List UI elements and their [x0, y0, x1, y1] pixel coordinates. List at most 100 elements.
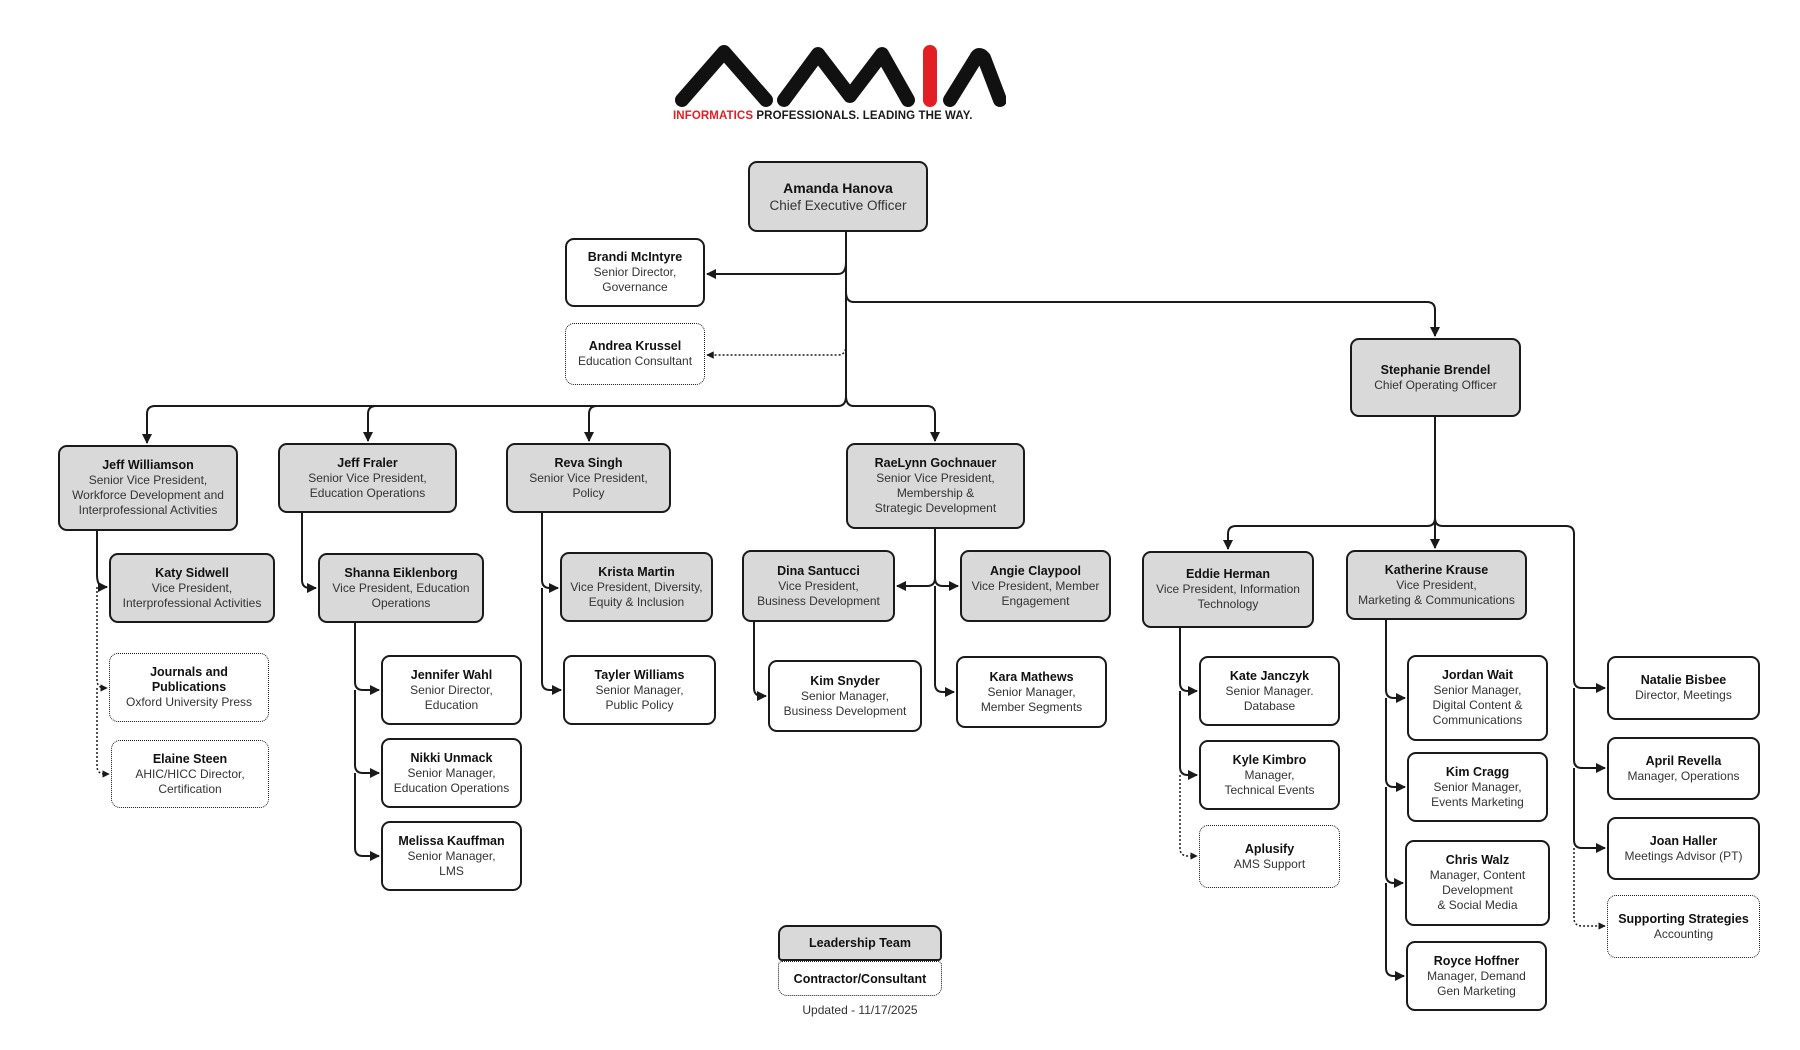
connector-shanna-melissa [354, 773, 380, 861]
node-name: Melissa Kauffman [398, 833, 505, 848]
node-name: Jeff Williamson [102, 458, 194, 472]
amia-logo [675, 45, 1006, 107]
node-title: Senior Vice President, Policy [529, 470, 648, 500]
node-angie-claypool[interactable]: Angie Claypool Vice President, Member En… [960, 550, 1111, 622]
legend-contractor-consultant: Contractor/Consultant [778, 961, 942, 996]
connector-shanna-jennifer [354, 623, 380, 695]
updated-date: Updated - 11/17/2025 [802, 1003, 918, 1017]
node-jennifer-wahl[interactable]: Jennifer Wahl Senior Director, Education [381, 655, 522, 725]
node-title: Director, Meetings [1635, 688, 1732, 702]
node-supporting-strategies[interactable]: Supporting Strategies Accounting [1607, 895, 1760, 958]
node-kara-mathews[interactable]: Kara Mathews Senior Manager, Member Segm… [956, 656, 1107, 728]
connector-raelynn-dina [896, 529, 936, 591]
node-elaine-steen[interactable]: Elaine Steen AHIC/HICC Director, Certifi… [111, 740, 269, 808]
node-name: Jeff Fraler [337, 455, 398, 470]
node-chris-walz[interactable]: Chris Walz Manager, Content Development … [1405, 840, 1550, 926]
node-title: Senior Manager, Public Policy [595, 682, 684, 712]
node-name: Aplusify [1244, 841, 1295, 856]
connector-ceo-raelynn [845, 395, 940, 442]
node-name: Kara Mathews [989, 669, 1074, 684]
node-title: Manager, Operations [1627, 768, 1740, 783]
node-katherine-krause[interactable]: Katherine Krause Vice President, Marketi… [1346, 550, 1527, 620]
node-title: Vice President, Interprofessional Activi… [122, 580, 262, 610]
node-jeff-fraler[interactable]: Jeff Fraler Senior Vice President, Educa… [278, 443, 457, 513]
legend-leadership-team: Leadership Team [778, 925, 942, 961]
node-nikki-unmack[interactable]: Nikki Unmack Senior Manager, Education O… [381, 738, 522, 808]
logo-letter-a2 [943, 48, 1006, 107]
node-katy-sidwell[interactable]: Katy Sidwell Vice President, Interprofes… [109, 553, 275, 623]
connector-eddie-kate [1179, 628, 1198, 696]
node-kate-janczyk[interactable]: Kate Janczyk Senior Manager. Database [1199, 656, 1340, 726]
connector-katherine-kimcragg [1385, 698, 1406, 792]
node-title: Vice President, Diversity, Equity & Incl… [570, 579, 703, 609]
connector-katherine-jordan [1385, 620, 1406, 703]
node-name: Chris Walz [1445, 853, 1510, 867]
node-title: Senior Director, Governance [593, 265, 677, 294]
connector-dina-kimsnyder [753, 622, 767, 701]
node-jordan-wait[interactable]: Jordan Wait Senior Manager, Digital Cont… [1407, 655, 1548, 741]
node-raelynn-gochnauer[interactable]: RaeLynn Gochnauer Senior Vice President,… [846, 443, 1025, 529]
node-title: Chief Executive Officer [769, 197, 907, 213]
node-title: Vice President, Business Development [757, 578, 880, 608]
tagline-rest: PROFESSIONALS. LEADING THE WAY. [753, 110, 973, 122]
node-joan-haller[interactable]: Joan Haller Meetings Advisor (PT) [1607, 817, 1760, 880]
node-name: RaeLynn Gochnauer [874, 456, 997, 470]
node-name: Jennifer Wahl [410, 667, 493, 682]
node-name: Tayler Williams [594, 667, 685, 682]
node-melissa-kauffman[interactable]: Melissa Kauffman Senior Manager, LMS [381, 821, 522, 891]
node-april-revella[interactable]: April Revella Manager, Operations [1607, 737, 1760, 800]
connector-shanna-nikki [354, 690, 380, 778]
node-title: Senior Manager, LMS [407, 848, 496, 878]
node-dina-santucci[interactable]: Dina Santucci Vice President, Business D… [742, 550, 895, 622]
node-name: Brandi McIntyre [587, 250, 683, 264]
node-title: Education Consultant [577, 354, 693, 368]
node-ceo[interactable]: Amanda Hanova Chief Executive Officer [748, 161, 928, 232]
node-title: Senior Manager, Events Marketing [1431, 779, 1524, 809]
node-kim-snyder[interactable]: Kim Snyder Senior Manager, Business Deve… [768, 660, 922, 732]
connector-reva-tayler [541, 588, 562, 695]
connector-ceo-coo [845, 291, 1440, 337]
node-brandi-mcintyre[interactable]: Brandi McIntyre Senior Director, Governa… [565, 238, 705, 307]
node-title: Vice President, Member Engagement [971, 578, 1100, 608]
node-name: Angie Claypool [990, 563, 1081, 578]
node-name: Supporting Strategies [1618, 911, 1749, 926]
connector-katherine-royce [1385, 883, 1405, 981]
node-name: Royce Hoffner [1433, 953, 1520, 968]
node-coo[interactable]: Stephanie Brendel Chief Operating Office… [1350, 338, 1521, 417]
node-eddie-herman[interactable]: Eddie Herman Vice President, Information… [1142, 551, 1314, 628]
connector-coo-supporting [1573, 848, 1606, 930]
node-journals-publications[interactable]: Journals and Publications Oxford Univers… [109, 653, 269, 722]
node-name: Joan Haller [1649, 833, 1718, 848]
node-name: Dina Santucci [777, 563, 860, 578]
node-title: Manager, Content Development & Social Me… [1429, 868, 1526, 912]
connector-eddie-kyle [1179, 691, 1198, 780]
connector-jeffw-elaine [96, 688, 110, 778]
node-title: Senior Manager, Education Operations [393, 765, 510, 795]
node-kyle-kimbro[interactable]: Kyle Kimbro Manager, Technical Events [1199, 740, 1340, 810]
node-title: Vice President, Information Technology [1156, 582, 1300, 611]
node-reva-singh[interactable]: Reva Singh Senior Vice President, Policy [506, 443, 671, 513]
node-name: Reva Singh [554, 455, 623, 470]
node-title: Vice President, Marketing & Communicatio… [1358, 577, 1515, 607]
node-jeff-williamson[interactable]: Jeff Williamson Senior Vice President, W… [58, 445, 238, 531]
node-title: Senior Manager, Digital Content & Commun… [1432, 683, 1523, 727]
node-aplusify[interactable]: Aplusify AMS Support [1199, 825, 1340, 888]
node-kim-cragg[interactable]: Kim Cragg Senior Manager, Events Marketi… [1407, 752, 1548, 822]
node-title: Senior Vice President, Education Operati… [308, 470, 427, 500]
connector-coo-eddie [1223, 517, 1436, 550]
node-royce-hoffner[interactable]: Royce Hoffner Manager, Demand Gen Market… [1406, 941, 1547, 1011]
connector-ceo-reva [584, 405, 598, 442]
node-krista-martin[interactable]: Krista Martin Vice President, Diversity,… [560, 552, 713, 622]
node-name: Kate Janczyk [1229, 668, 1310, 683]
node-name: Katy Sidwell [155, 565, 229, 580]
node-title: Meetings Advisor (PT) [1624, 848, 1743, 863]
node-andrea-krussel[interactable]: Andrea Krussel Education Consultant [565, 323, 705, 385]
connector-coo-joan [1573, 768, 1606, 853]
tagline: INFORMATICS PROFESSIONALS. LEADING THE W… [673, 110, 973, 122]
node-tayler-williams[interactable]: Tayler Williams Senior Manager, Public P… [563, 655, 716, 725]
node-shanna-eiklenborg[interactable]: Shanna Eiklenborg Vice President, Educat… [318, 553, 484, 623]
coo-right-trunk [1434, 517, 1575, 680]
node-natalie-bisbee[interactable]: Natalie Bisbee Director, Meetings [1607, 656, 1760, 720]
connector-reva-krista [541, 513, 559, 593]
